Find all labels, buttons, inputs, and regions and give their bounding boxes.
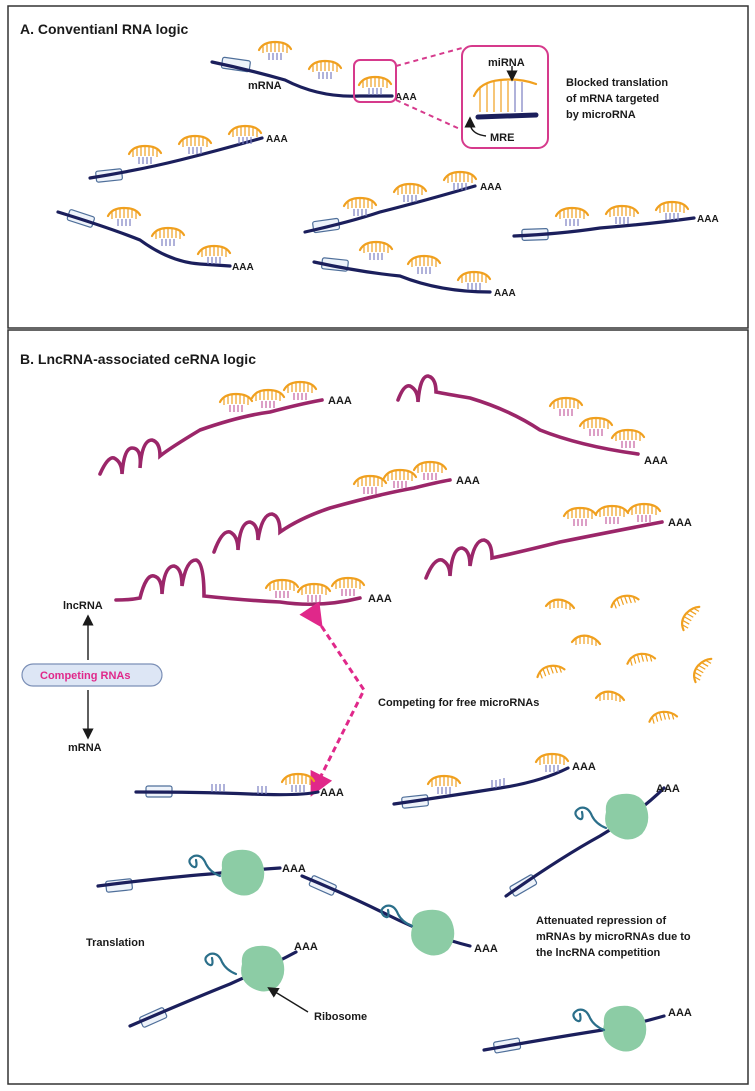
panel-a-frame: [7, 5, 749, 329]
mrna-strand-a5: [312, 240, 492, 294]
mrna-strand-a2: [88, 124, 264, 183]
competing-rnas-pill: [21, 663, 163, 687]
poly-a-b5: AAA: [368, 593, 392, 605]
inset-mre-label: MRE: [490, 132, 514, 144]
mrna-strand-a4: [303, 170, 478, 234]
ribosome-label: Ribosome: [314, 1011, 367, 1023]
ribosome-arrow: [267, 987, 309, 1013]
poly-a-b-mrna6: AAA: [294, 941, 318, 953]
mrna-strand-a6: [512, 200, 696, 241]
poly-a-b-mrna1: AAA: [320, 787, 344, 799]
poly-a-b3: AAA: [456, 475, 480, 487]
lncrna-label: lncRNA: [63, 600, 103, 612]
mre-inset: [461, 45, 549, 149]
lncrna-strand-b3: [212, 460, 452, 554]
free-microrna-cluster: [534, 590, 715, 727]
poly-a-a3: AAA: [232, 262, 254, 273]
lncrna-strand-b1: [98, 380, 324, 476]
mrna-strand-b4: [96, 849, 282, 896]
translation-label: Translation: [86, 937, 145, 949]
mrna-strand-b7: [482, 1005, 666, 1054]
poly-a-b-mrna7: AAA: [668, 1007, 692, 1019]
panel-b-title: B. LncRNA-associated ceRNA logic: [20, 351, 256, 367]
blocked-line-3: by microRNA: [566, 109, 636, 121]
lncrna-strand-b2: [396, 374, 646, 456]
poly-a-b-mrna4: AAA: [282, 863, 306, 875]
competing-rnas-label: Competing RNAs: [40, 670, 130, 682]
competing-free-label: Competing for free microRNAs: [378, 697, 539, 709]
highlight-box: [353, 59, 397, 103]
poly-a-a1: AAA: [395, 92, 417, 103]
attenuated-line-1: Attenuated repression of: [536, 915, 667, 927]
attenuated-line-3: the lncRNA competition: [536, 947, 661, 959]
mrna-strand-b3: [504, 786, 666, 898]
poly-a-b-mrna3: AAA: [656, 783, 680, 795]
poly-a-b1: AAA: [328, 395, 352, 407]
poly-a-b-mrna5: AAA: [474, 943, 498, 955]
poly-a-a6: AAA: [697, 214, 719, 225]
poly-a-a4: AAA: [480, 182, 502, 193]
poly-a-a2: AAA: [266, 134, 288, 145]
poly-a-b2: AAA: [644, 455, 668, 467]
mrna-strand-a1: [210, 40, 394, 98]
mrna-label-a: mRNA: [248, 80, 282, 92]
mrna-strand-b5: [300, 874, 472, 956]
lncrna-strand-b5: [114, 558, 366, 607]
poly-a-a5: AAA: [494, 288, 516, 299]
blocked-line-1: Blocked translation: [566, 77, 668, 89]
lncrna-strand-b4: [424, 502, 664, 580]
zoom-line-top: [395, 47, 463, 67]
mrna-strand-b2: [392, 752, 570, 809]
inset-mirna-label: miRNA: [488, 57, 525, 69]
mrna-strand-b1: [134, 772, 320, 798]
attenuated-line-2: mRNAs by microRNAs due to: [536, 931, 691, 943]
competition-arrow: [299, 601, 366, 797]
mrna-label-b: mRNA: [68, 742, 102, 754]
blocked-line-2: of mRNA targeted: [566, 93, 659, 105]
mrna-strand-b6: [128, 945, 298, 1028]
zoom-line-bottom: [395, 99, 463, 131]
mrna-strand-a3: [56, 206, 232, 268]
poly-a-b4: AAA: [668, 517, 692, 529]
panel-b-frame: [7, 329, 749, 1085]
poly-a-b-mrna2: AAA: [572, 761, 596, 773]
panel-a-title: A. Conventianl RNA logic: [20, 21, 188, 37]
